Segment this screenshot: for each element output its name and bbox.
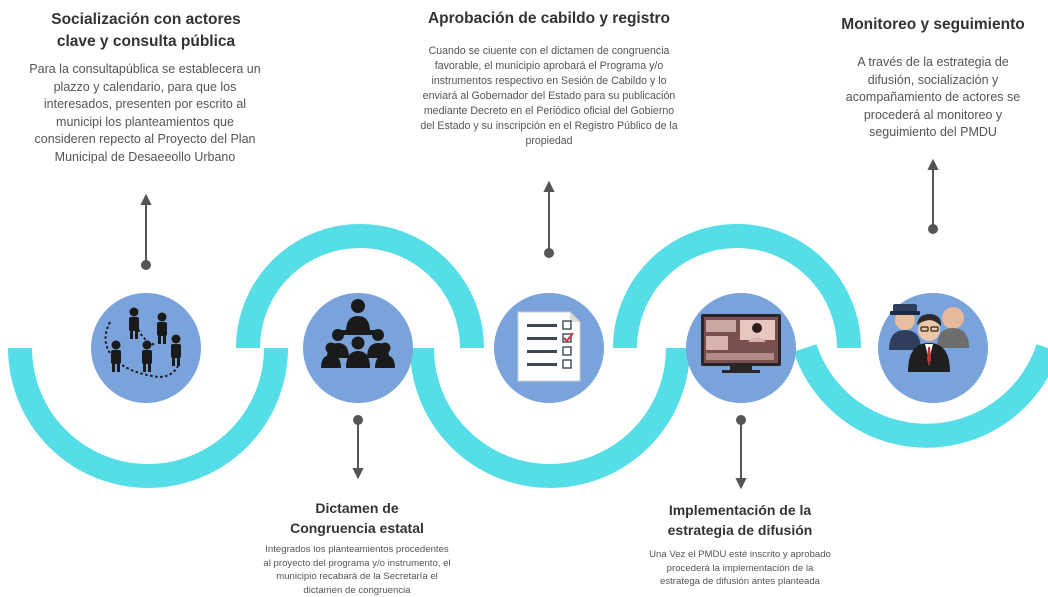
step-5-desc-line: A través de la estrategia de <box>812 54 1048 72</box>
connector-3-dot <box>545 249 553 257</box>
step-2-description: Integrados los planteamientos procedente… <box>224 543 490 597</box>
step-1-desc-line: Para la consultapública se establecera u… <box>0 61 290 79</box>
step-2-title-line-1: Dictamen de <box>254 498 460 518</box>
step-1-description: Para la consultapública se establecera u… <box>0 61 290 166</box>
step-3-desc-line: enviará al Gobernador del Estado para su… <box>382 89 716 104</box>
step-1-desc-line: consideren repecto al Proyecto del Plan <box>0 131 290 149</box>
step-5-desc-line: difusión, socialización y <box>812 72 1048 90</box>
step-1-title-line-2: clave y consulta pública <box>20 31 272 53</box>
step-3-title: Aprobación de cabildo y registro <box>384 8 714 30</box>
connector-4-dot <box>737 416 745 424</box>
step-1-desc-line: Municipal de Desaeeollo Urbano <box>0 149 290 167</box>
tv-broadcast-icon <box>701 314 781 373</box>
step-2-desc-line: al proyecto del programa y/o instrumento… <box>224 557 490 571</box>
connector-4-arrow <box>737 479 745 487</box>
step-3-desc-line: Cuando se ciuente con el dictamen de con… <box>382 44 716 59</box>
connector-3-arrow <box>545 183 553 191</box>
step-1-title-line-1: Socialización con actores <box>20 9 272 31</box>
step-1-desc-line: interesados, presenten por escrito al <box>0 96 290 114</box>
step-5-desc-line: seguimiento del PMDU <box>812 124 1048 142</box>
step-3-desc-line: favorable, el municipio aprobará el Prog… <box>382 59 716 74</box>
step-3-title-line-1: Aprobación de cabildo y registro <box>384 8 714 30</box>
step-5-desc-line: procederá al monitoreo y <box>812 107 1048 125</box>
connector-1-arrow <box>142 196 150 204</box>
step-4-desc-line: procederá la implementación de la <box>614 562 866 576</box>
step-1-title: Socialización con actores clave y consul… <box>20 9 272 53</box>
connector-5-dot <box>929 225 937 233</box>
step-5-title-line-1: Monitoreo y seguimiento <box>808 14 1048 36</box>
step-3-desc-line: propiedad <box>382 134 716 149</box>
step-4-description: Una Vez el PMDU esté inscrito y aprobado… <box>614 548 866 589</box>
step-2-title-line-2: Congruencia estatal <box>254 518 460 538</box>
step-4-desc-line: Una Vez el PMDU esté inscrito y aprobado <box>614 548 866 562</box>
step-5-desc-line: acompañamiento de actores se <box>812 89 1048 107</box>
step-3-desc-line: del Estado y su inscripción en el Regist… <box>382 119 716 134</box>
checklist-icon <box>518 312 580 381</box>
step-1-desc-line: municipi los planteamientos que <box>0 114 290 132</box>
step-5-description: A través de la estrategia de difusión, s… <box>812 54 1048 142</box>
step-4-title-line-1: Implementación de la <box>620 500 860 520</box>
connector-2-arrow <box>354 469 362 477</box>
step-3-desc-line: mediante Decreto en el Periódico oficial… <box>382 104 716 119</box>
step-2-title: Dictamen de Congruencia estatal <box>254 498 460 538</box>
connector-2-dot <box>354 416 362 424</box>
connector-1-dot <box>142 261 150 269</box>
step-4-title: Implementación de la estrategia de difus… <box>620 500 860 540</box>
step-1-desc-line: plazzo y calendario, para que los <box>0 79 290 97</box>
step-3-desc-line: instrumentos respectivo en Sesión de Cab… <box>382 74 716 89</box>
step-4-title-line-2: estrategia de difusión <box>620 520 860 540</box>
step-4-desc-line: estratega de difusión antes planteada <box>614 575 866 589</box>
step-5-title: Monitoreo y seguimiento <box>808 14 1048 36</box>
connector-5-arrow <box>929 161 937 169</box>
step-2-desc-line: municipio recabará de la Secretaría el <box>224 570 490 584</box>
step-2-desc-line: Integrados los planteamientos procedente… <box>224 543 490 557</box>
step-3-description: Cuando se ciuente con el dictamen de con… <box>382 44 716 149</box>
